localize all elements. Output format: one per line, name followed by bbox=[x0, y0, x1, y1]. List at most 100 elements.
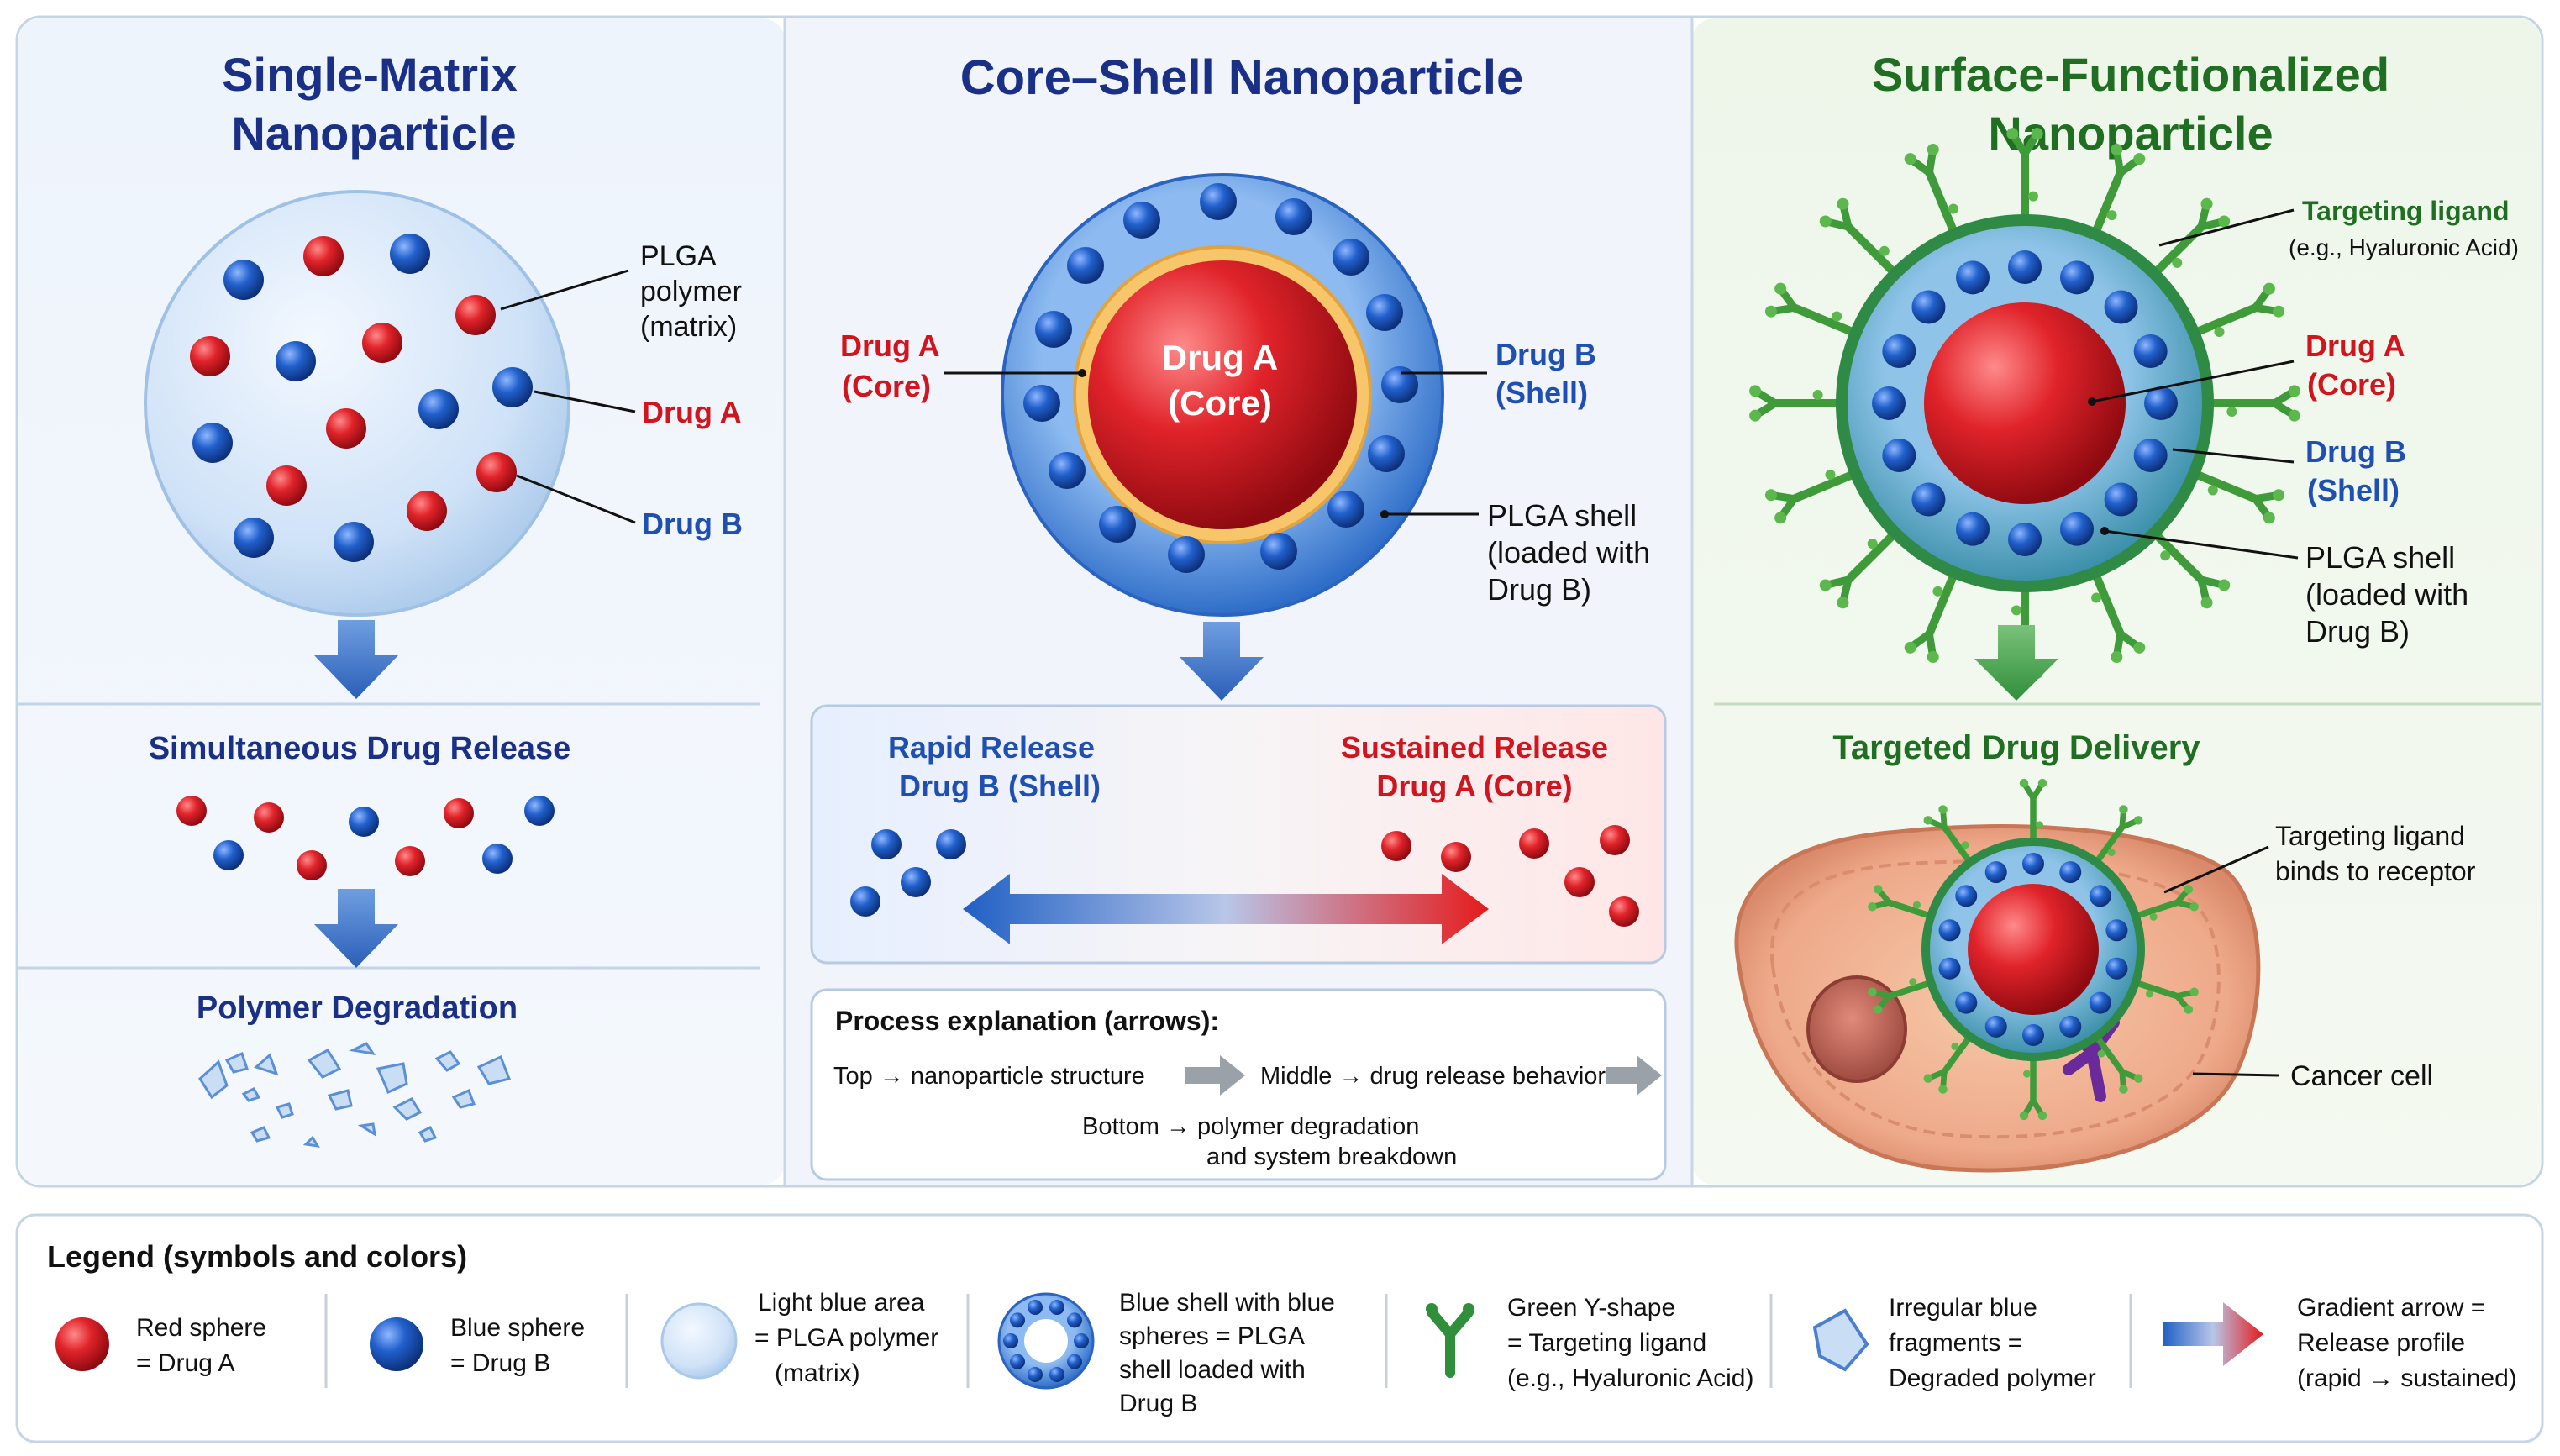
legend-item-3-line1: spheres = PLGA bbox=[1119, 1322, 1305, 1350]
drug-b-sphere bbox=[1911, 482, 1946, 517]
legend-item-0-line0: Red sphere bbox=[136, 1314, 266, 1342]
drug-b-sphere bbox=[2008, 250, 2042, 284]
leader-ligand bbox=[2158, 208, 2295, 247]
sustained-label-line2: Drug A (Core) bbox=[1376, 769, 1572, 803]
legend-item-2-line0: Light blue area bbox=[758, 1289, 925, 1317]
bound-nanoparticle-core bbox=[1968, 884, 2099, 1015]
legend-item-4-line1: = Targeting ligand bbox=[1507, 1329, 1706, 1357]
surface-plga-line2: (loaded with bbox=[2305, 577, 2468, 612]
drug-b-sphere bbox=[2133, 334, 2168, 369]
legend-title: Legend (symbols and colors) bbox=[47, 1239, 467, 1274]
drug-b-sphere bbox=[1955, 885, 1978, 907]
drug-b-sphere bbox=[2104, 290, 2138, 324]
process-arrow-2 bbox=[1606, 1055, 1662, 1096]
drug-b-sphere bbox=[2089, 885, 2111, 907]
legend-item-5-line0: Irregular blue bbox=[1889, 1294, 2037, 1322]
process-step3-line1: Bottom → polymer degradation bbox=[1082, 1113, 1419, 1140]
label-plga-line3: (matrix) bbox=[640, 311, 737, 343]
drug-b-sphere bbox=[2133, 438, 2168, 472]
process-step1: Top → nanoparticle structure bbox=[833, 1063, 1145, 1090]
blue-fragment-icon bbox=[1812, 1308, 1869, 1372]
plga-label-line2: (loaded with bbox=[1487, 535, 1650, 570]
surface-drug-a-line2: (Core) bbox=[2307, 367, 2396, 402]
down-arrow-2 bbox=[314, 889, 398, 968]
legend-box bbox=[15, 1213, 2544, 1443]
plga-label-line1: PLGA shell bbox=[1487, 498, 1637, 533]
surface-functionalized-panel: Surface-Functionalized Nanoparticle Targ… bbox=[1734, 48, 2519, 1173]
down-arrow-1 bbox=[314, 620, 398, 699]
legend-item-6-line0: Gradient arrow = bbox=[2297, 1294, 2485, 1322]
drug-b-sphere bbox=[1938, 919, 1961, 942]
drug-b-sphere bbox=[2089, 991, 2111, 1014]
legend-item-3-line0: Blue shell with blue bbox=[1119, 1289, 1335, 1317]
leader-surface-plga bbox=[2104, 529, 2299, 560]
process-step3-line2: and system breakdown bbox=[1206, 1143, 1457, 1170]
bound-shell-spheres bbox=[1938, 853, 2128, 1046]
drug-b-sphere bbox=[2022, 1024, 2044, 1046]
red-sphere-icon bbox=[55, 1317, 109, 1371]
rapid-released-drug-b bbox=[850, 829, 966, 917]
process-box bbox=[810, 988, 1667, 1181]
gradient-arrow-icon bbox=[2163, 1302, 2263, 1366]
legend-item-1-line1: = Drug B bbox=[450, 1349, 550, 1377]
drug-b-sphere bbox=[1956, 260, 1990, 295]
plga-label-line3: Drug B) bbox=[1487, 572, 1591, 607]
leader-plga bbox=[500, 269, 629, 311]
drug-b-sphere bbox=[1872, 386, 1906, 420]
legend-item-2-line2: (matrix) bbox=[775, 1359, 860, 1387]
rapid-label-line1: Rapid Release bbox=[888, 730, 1095, 765]
leader-binds bbox=[2163, 845, 2269, 894]
rapid-label-line2: Drug B (Shell) bbox=[899, 769, 1101, 803]
drug-b-sphere bbox=[1911, 290, 1946, 324]
drug-b-sphere bbox=[1955, 991, 1978, 1014]
functionalized-shell-spheres bbox=[1872, 250, 2178, 556]
label-drug-a: Drug A bbox=[642, 395, 742, 429]
label-plga-line2: polymer bbox=[640, 276, 742, 307]
drug-b-sphere bbox=[1882, 334, 1916, 369]
ligand-label: Targeting ligand bbox=[2302, 196, 2510, 226]
single-title-line2: Nanoparticle bbox=[231, 107, 516, 160]
legend-item-5-line2: Degraded polymer bbox=[1889, 1364, 2096, 1392]
surface-drug-a-line1: Drug A bbox=[2305, 329, 2405, 363]
core-label-line2: (Core) bbox=[1168, 383, 1272, 423]
cancer-cell-label: Cancer cell bbox=[2290, 1060, 2433, 1092]
process-title: Process explanation (arrows): bbox=[835, 1006, 1219, 1036]
coreshell-title: Core–Shell Nanoparticle bbox=[960, 50, 1523, 105]
legend-item-2-line1: = PLGA polymer bbox=[754, 1324, 938, 1352]
legend-item-0-line1: = Drug A bbox=[136, 1349, 235, 1377]
released-drugs bbox=[176, 796, 555, 880]
core-shell-panel: Core–Shell Nanoparticle Drug A (Core) Dr… bbox=[810, 50, 1667, 1181]
single-title-line1: Single-Matrix bbox=[222, 48, 518, 101]
right-label-line2: (Shell) bbox=[1496, 376, 1588, 410]
drug-b-sphere bbox=[1882, 438, 1916, 472]
ligand bbox=[1764, 282, 1870, 342]
leader-drug-b bbox=[516, 474, 636, 524]
drug-b-sphere bbox=[1984, 1015, 2007, 1038]
polymer-fragments bbox=[198, 1042, 512, 1148]
surface-plga-line3: Drug B) bbox=[2305, 614, 2410, 649]
drug-b-sphere bbox=[2059, 861, 2082, 884]
drug-b-sphere bbox=[2104, 482, 2138, 517]
shell-drug-b-spheres bbox=[1023, 183, 1418, 573]
process-arrow-1 bbox=[1185, 1055, 1245, 1096]
drug-a-core bbox=[1088, 260, 1357, 529]
process-step2: Middle → drug release behavior bbox=[1260, 1063, 1606, 1090]
legend-item-3-line2: shell loaded with bbox=[1119, 1356, 1306, 1384]
leader-drug-a bbox=[534, 390, 636, 413]
polymer-degradation-title: Polymer Degradation bbox=[197, 991, 518, 1026]
drug-b-sphere bbox=[2008, 523, 2042, 556]
drug-b-sphere bbox=[2144, 386, 2178, 420]
legend-item-1-line0: Blue sphere bbox=[450, 1314, 585, 1342]
binds-label-line1: Targeting ligand bbox=[2275, 821, 2465, 851]
drug-b-sphere bbox=[1956, 512, 1990, 546]
drug-b-sphere bbox=[2105, 919, 2128, 942]
label-drug-b: Drug B bbox=[642, 507, 743, 541]
leader-surface-shell bbox=[2172, 448, 2295, 464]
leader-surface-core bbox=[2091, 360, 2295, 403]
surface-plga-line1: PLGA shell bbox=[2305, 540, 2455, 575]
matrix-drug-spheres bbox=[190, 234, 533, 562]
simultaneous-release-title: Simultaneous Drug Release bbox=[149, 731, 571, 766]
leader-cancer-cell bbox=[2192, 1072, 2279, 1077]
drug-b-sphere bbox=[2059, 1015, 2082, 1038]
